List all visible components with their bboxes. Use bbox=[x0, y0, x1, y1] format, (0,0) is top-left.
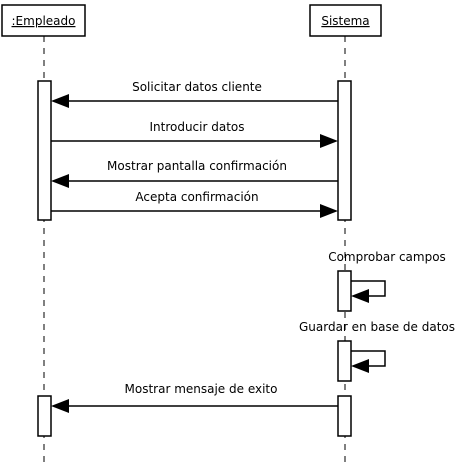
activation-sistema-2 bbox=[337, 270, 352, 312]
message-label: Acepta confirmación bbox=[135, 190, 258, 204]
activation-sistema-4 bbox=[337, 395, 352, 437]
arrow-head bbox=[351, 359, 369, 373]
participant-sistema: Sistema bbox=[309, 4, 382, 37]
arrow-head bbox=[51, 94, 69, 108]
message-line bbox=[351, 350, 386, 367]
message-label: Guardar en base de datos bbox=[299, 320, 455, 334]
message-label: Solicitar datos cliente bbox=[132, 80, 262, 94]
message-guardar-base-datos: Guardar en base de datos bbox=[299, 320, 455, 373]
participant-sistema-label: Sistema bbox=[321, 14, 369, 28]
activation-sistema-1 bbox=[337, 80, 352, 221]
activation-empleado-1 bbox=[37, 80, 52, 221]
arrow-head bbox=[51, 399, 69, 413]
message-introducir-datos: Introducir datos bbox=[51, 120, 338, 148]
activation-sistema-3 bbox=[337, 340, 352, 382]
arrow-head bbox=[320, 134, 338, 148]
message-label: Comprobar campos bbox=[328, 250, 446, 264]
participant-empleado-box bbox=[1, 4, 86, 37]
message-comprobar-campos: Comprobar campos bbox=[328, 250, 446, 303]
participant-empleado: :Empleado bbox=[1, 4, 86, 37]
message-label: Mostrar pantalla confirmación bbox=[107, 159, 287, 173]
message-label: Introducir datos bbox=[149, 120, 244, 134]
message-solicitar-datos: Solicitar datos cliente bbox=[51, 80, 338, 108]
arrow-head bbox=[320, 204, 338, 218]
message-line bbox=[351, 280, 386, 297]
message-acepta-confirmacion: Acepta confirmación bbox=[51, 190, 338, 218]
message-mostrar-pantalla: Mostrar pantalla confirmación bbox=[51, 159, 338, 188]
arrow-head bbox=[51, 174, 69, 188]
activation-empleado-2 bbox=[37, 395, 52, 437]
message-label: Mostrar mensaje de exito bbox=[125, 382, 278, 396]
arrow-head bbox=[351, 289, 369, 303]
message-mostrar-mensaje-exito: Mostrar mensaje de exito bbox=[51, 382, 338, 413]
participant-empleado-label: :Empleado bbox=[12, 14, 76, 28]
